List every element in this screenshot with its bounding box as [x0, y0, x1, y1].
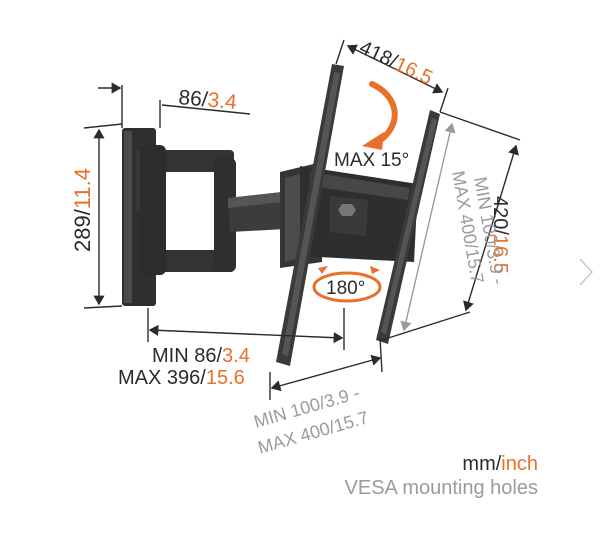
chevron-right-icon[interactable]: [574, 255, 598, 289]
vesa-vertical-dimension-lines: [400, 122, 456, 332]
tv-bracket-plate: [300, 166, 418, 262]
tilt-label: MAX 15°: [334, 150, 409, 171]
vertical-rail-left: [276, 64, 344, 366]
rotation-arrow-icon: [312, 266, 382, 303]
arm-length-dimension-lines: [147, 308, 345, 350]
height-dimension-lines: [83, 123, 123, 309]
vesa-caption: VESA mounting holes: [345, 477, 538, 499]
top-width-dimension-lines: [335, 39, 449, 113]
rotation-label: 180°: [326, 278, 365, 299]
units-legend: mm/inch: [462, 453, 538, 475]
swing-arm: [140, 145, 304, 275]
depth-label: 86/3.4: [178, 86, 238, 114]
height-label: 289/11.4: [70, 168, 95, 252]
vesa-horizontal-dimension-lines: [269, 337, 383, 400]
arm-max-label: MAX 396/15.6: [118, 367, 245, 389]
depth-dimension-lines: [98, 82, 251, 128]
tilt-arrow-icon: [362, 81, 398, 150]
right-height-label: 420/16.5: [489, 196, 511, 274]
top-width-label: 418/16.5: [356, 37, 436, 90]
arm-min-label: MIN 86/3.4: [152, 345, 250, 367]
